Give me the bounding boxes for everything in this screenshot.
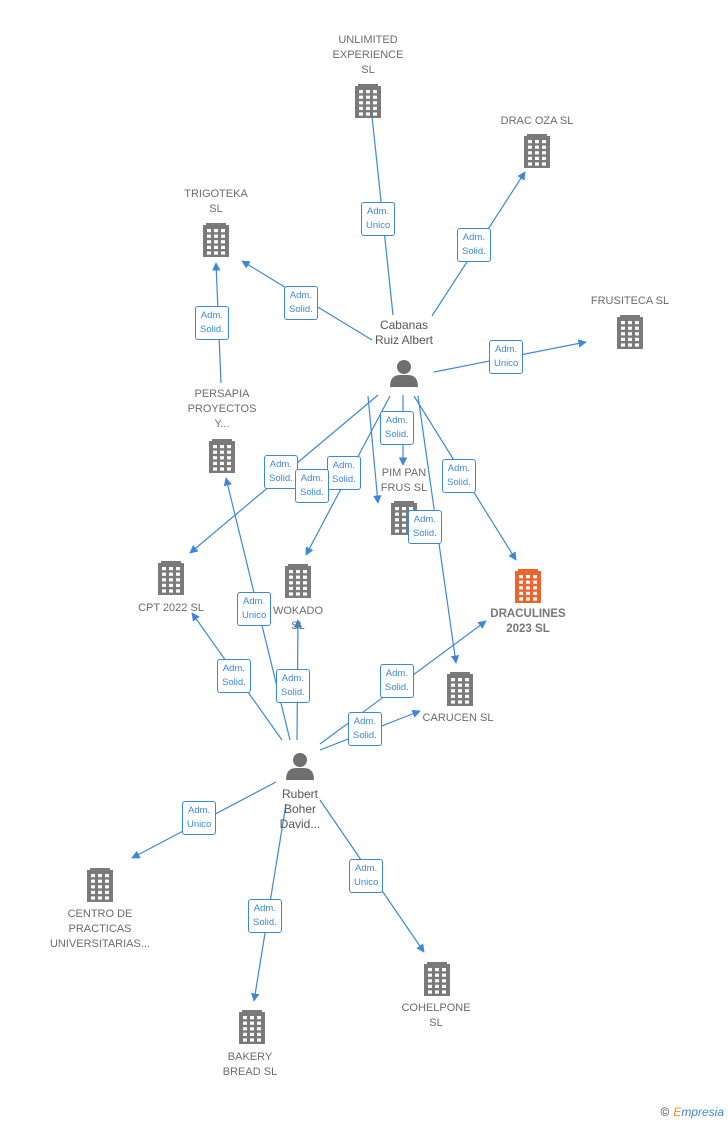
company-label-pimpan[interactable]: PIM PAN FRUS SL [380,467,428,494]
building-icon[interactable] [617,315,643,349]
company-label-frusiteca[interactable]: FRUSITECA SL [590,295,670,307]
company-label-dracoza[interactable]: DRAC OZA SL [500,115,574,127]
edge-label-cabanas-to-frusiteca[interactable]: Adm. Unico [489,340,524,374]
person-icon[interactable] [286,753,314,780]
building-icon[interactable] [203,223,229,257]
edge-cabanas-to-pimpan [367,395,382,504]
edge-label-cabanas-to-pimpan[interactable]: Adm. Solid. [380,411,414,445]
edge-label-cabanas-to-unlimited[interactable]: Adm. Unico [361,202,396,236]
edge-label-cabanas-to-trigoteka[interactable]: Adm. Solid. [284,286,318,320]
edge-label-cabanas-to-draculines[interactable]: Adm. Solid. [442,459,476,493]
company-label-bakery[interactable]: BAKERY BREAD SL [222,1051,278,1078]
person-label-cabanas[interactable]: Cabanas Ruiz Albert [374,318,434,347]
building-icon[interactable] [209,439,235,473]
building-icon[interactable] [158,561,184,595]
edge-label-cabanas-to-pimpan[interactable]: Adm. Solid. [327,456,361,490]
edge-label-persapia-to-trigoteka[interactable]: Adm. Solid. [195,306,229,340]
company-label-trigoteka[interactable]: TRIGOTEKA SL [184,188,248,215]
edge-label-rubert-to-carucen[interactable]: Adm. Solid. [348,712,382,746]
icon-layer [87,84,643,1044]
company-label-wokado[interactable]: WOKADO SL [272,605,324,632]
edge-label-rubert-to-cpt2022[interactable]: Adm. Solid. [217,659,251,693]
edge-label-rubert-to-centro[interactable]: Adm. Unico [182,801,217,835]
company-label-cpt2022[interactable]: CPT 2022 SL [138,602,204,614]
person-label-rubert[interactable]: Rubert Boher David... [279,787,321,831]
edge-label-rubert-to-draculines[interactable]: Adm. Solid. [380,664,414,698]
company-label-carucen[interactable]: CARUCEN SL [422,712,494,724]
building-icon[interactable] [524,134,550,168]
edge-label-rubert-to-persapia[interactable]: Adm. Unico [237,592,272,626]
edge-label-cabanas-to-cpt2022[interactable]: Adm. Solid. [264,455,298,489]
edge-label-rubert-to-bakery[interactable]: Adm. Solid. [248,899,282,933]
building-icon[interactable] [447,672,473,706]
edge-label-cabanas-to-carucen[interactable]: Adm. Solid. [408,510,442,544]
company-label-centro[interactable]: CENTRO DE PRACTICAS UNIVERSITARIAS... [49,908,151,950]
edge-label-cabanas-to-wokado[interactable]: Adm. Solid. [295,469,329,503]
edge-label-rubert-to-wokado[interactable]: Adm. Solid. [276,669,310,703]
company-label-persapia[interactable]: PERSAPIA PROYECTOS Y... [187,388,257,430]
building-icon[interactable] [87,868,113,902]
company-label-draculines[interactable]: DRACULINES 2023 SL [490,608,566,635]
edge-label-rubert-to-cohelpone[interactable]: Adm. Unico [349,859,384,893]
company-label-unlimited[interactable]: UNLIMITED EXPERIENCE SL [332,34,404,76]
brand-logo[interactable]: Empresia [673,1105,724,1119]
copyright-symbol: © [660,1105,670,1119]
company-label-cohelpone[interactable]: COHELPONE SL [401,1002,471,1029]
building-icon[interactable] [355,84,381,118]
footer-credit: ©Empresia [660,1105,724,1119]
person-icon[interactable] [390,360,418,387]
building-icon[interactable] [239,1010,265,1044]
building-icon[interactable] [285,564,311,598]
building-icon[interactable] [515,569,541,603]
edge-label-cabanas-to-dracoza[interactable]: Adm. Solid. [457,228,491,262]
building-icon[interactable] [424,962,450,996]
